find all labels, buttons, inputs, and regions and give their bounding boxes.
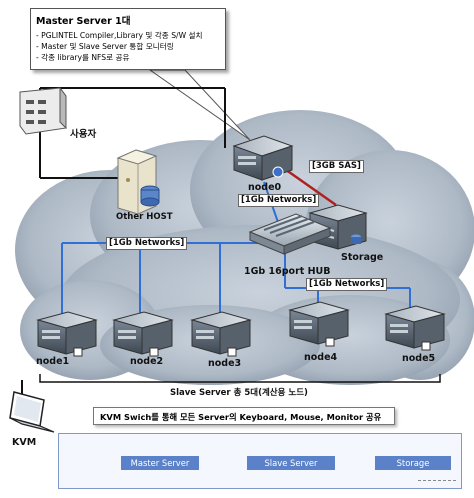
master-callout-item: - 각종 library를 NFS로 공유 bbox=[36, 53, 130, 62]
storage-label: Storage bbox=[341, 252, 384, 263]
legend-master-label: Master Server bbox=[121, 456, 199, 470]
right-network-label: [1Gb Networks] bbox=[306, 278, 388, 291]
node5-server-icon bbox=[384, 305, 446, 351]
master-callout-title: Master Server 1대 bbox=[36, 16, 131, 27]
user-label: 사용자 bbox=[70, 129, 97, 140]
node0-server-icon bbox=[232, 135, 294, 181]
slave-servers-caption: Slave Server 총 5대(계산용 노드) bbox=[170, 388, 308, 398]
node3-label: node3 bbox=[208, 358, 242, 369]
master-server-callout: Master Server 1대 - PGLINTEL Compiler,Lib… bbox=[30, 8, 226, 70]
kvm-laptop-icon bbox=[9, 391, 55, 433]
node1-label: node1 bbox=[36, 356, 70, 367]
hub-label: 1Gb 16port HUB bbox=[244, 266, 331, 277]
master-callout-item: - PGLINTEL Compiler,Library 및 각종 S/W 설치 bbox=[36, 31, 203, 40]
kvm-caption-box: KVM Swich를 통해 모든 Server의 Keyboard, Mouse… bbox=[93, 407, 395, 425]
left-network-label: [1Gb Networks] bbox=[106, 237, 188, 250]
kvm-label: KVM bbox=[12, 437, 37, 448]
master-callout-item: - Master 및 Slave Server 통합 모니터링 bbox=[36, 42, 174, 51]
node1-server-icon bbox=[36, 311, 98, 357]
legend-divider bbox=[418, 480, 456, 481]
node2-label: node2 bbox=[130, 356, 164, 367]
sas-link-label: [3GB SAS] bbox=[309, 160, 364, 173]
other-host-label: Other HOST bbox=[116, 212, 173, 222]
node4-label: node4 bbox=[304, 352, 338, 363]
node2-server-icon bbox=[112, 311, 174, 357]
master-callout-pointer bbox=[148, 69, 251, 141]
node0-label: node0 bbox=[248, 182, 282, 193]
hub-icon bbox=[248, 213, 332, 255]
legend-storage-label: Storage bbox=[375, 456, 451, 470]
other-host-icon bbox=[116, 149, 160, 215]
node3-server-icon bbox=[190, 311, 252, 357]
legend-slave-label: Slave Server bbox=[247, 456, 335, 470]
slave-bracket bbox=[39, 374, 441, 383]
legend-panel: Master Server Slave Server Storage bbox=[58, 433, 462, 489]
node5-label: node5 bbox=[402, 353, 436, 364]
node0-network-label: [1Gb Networks] bbox=[238, 194, 320, 207]
user-client bbox=[19, 86, 67, 135]
node4-server-icon bbox=[288, 301, 350, 347]
